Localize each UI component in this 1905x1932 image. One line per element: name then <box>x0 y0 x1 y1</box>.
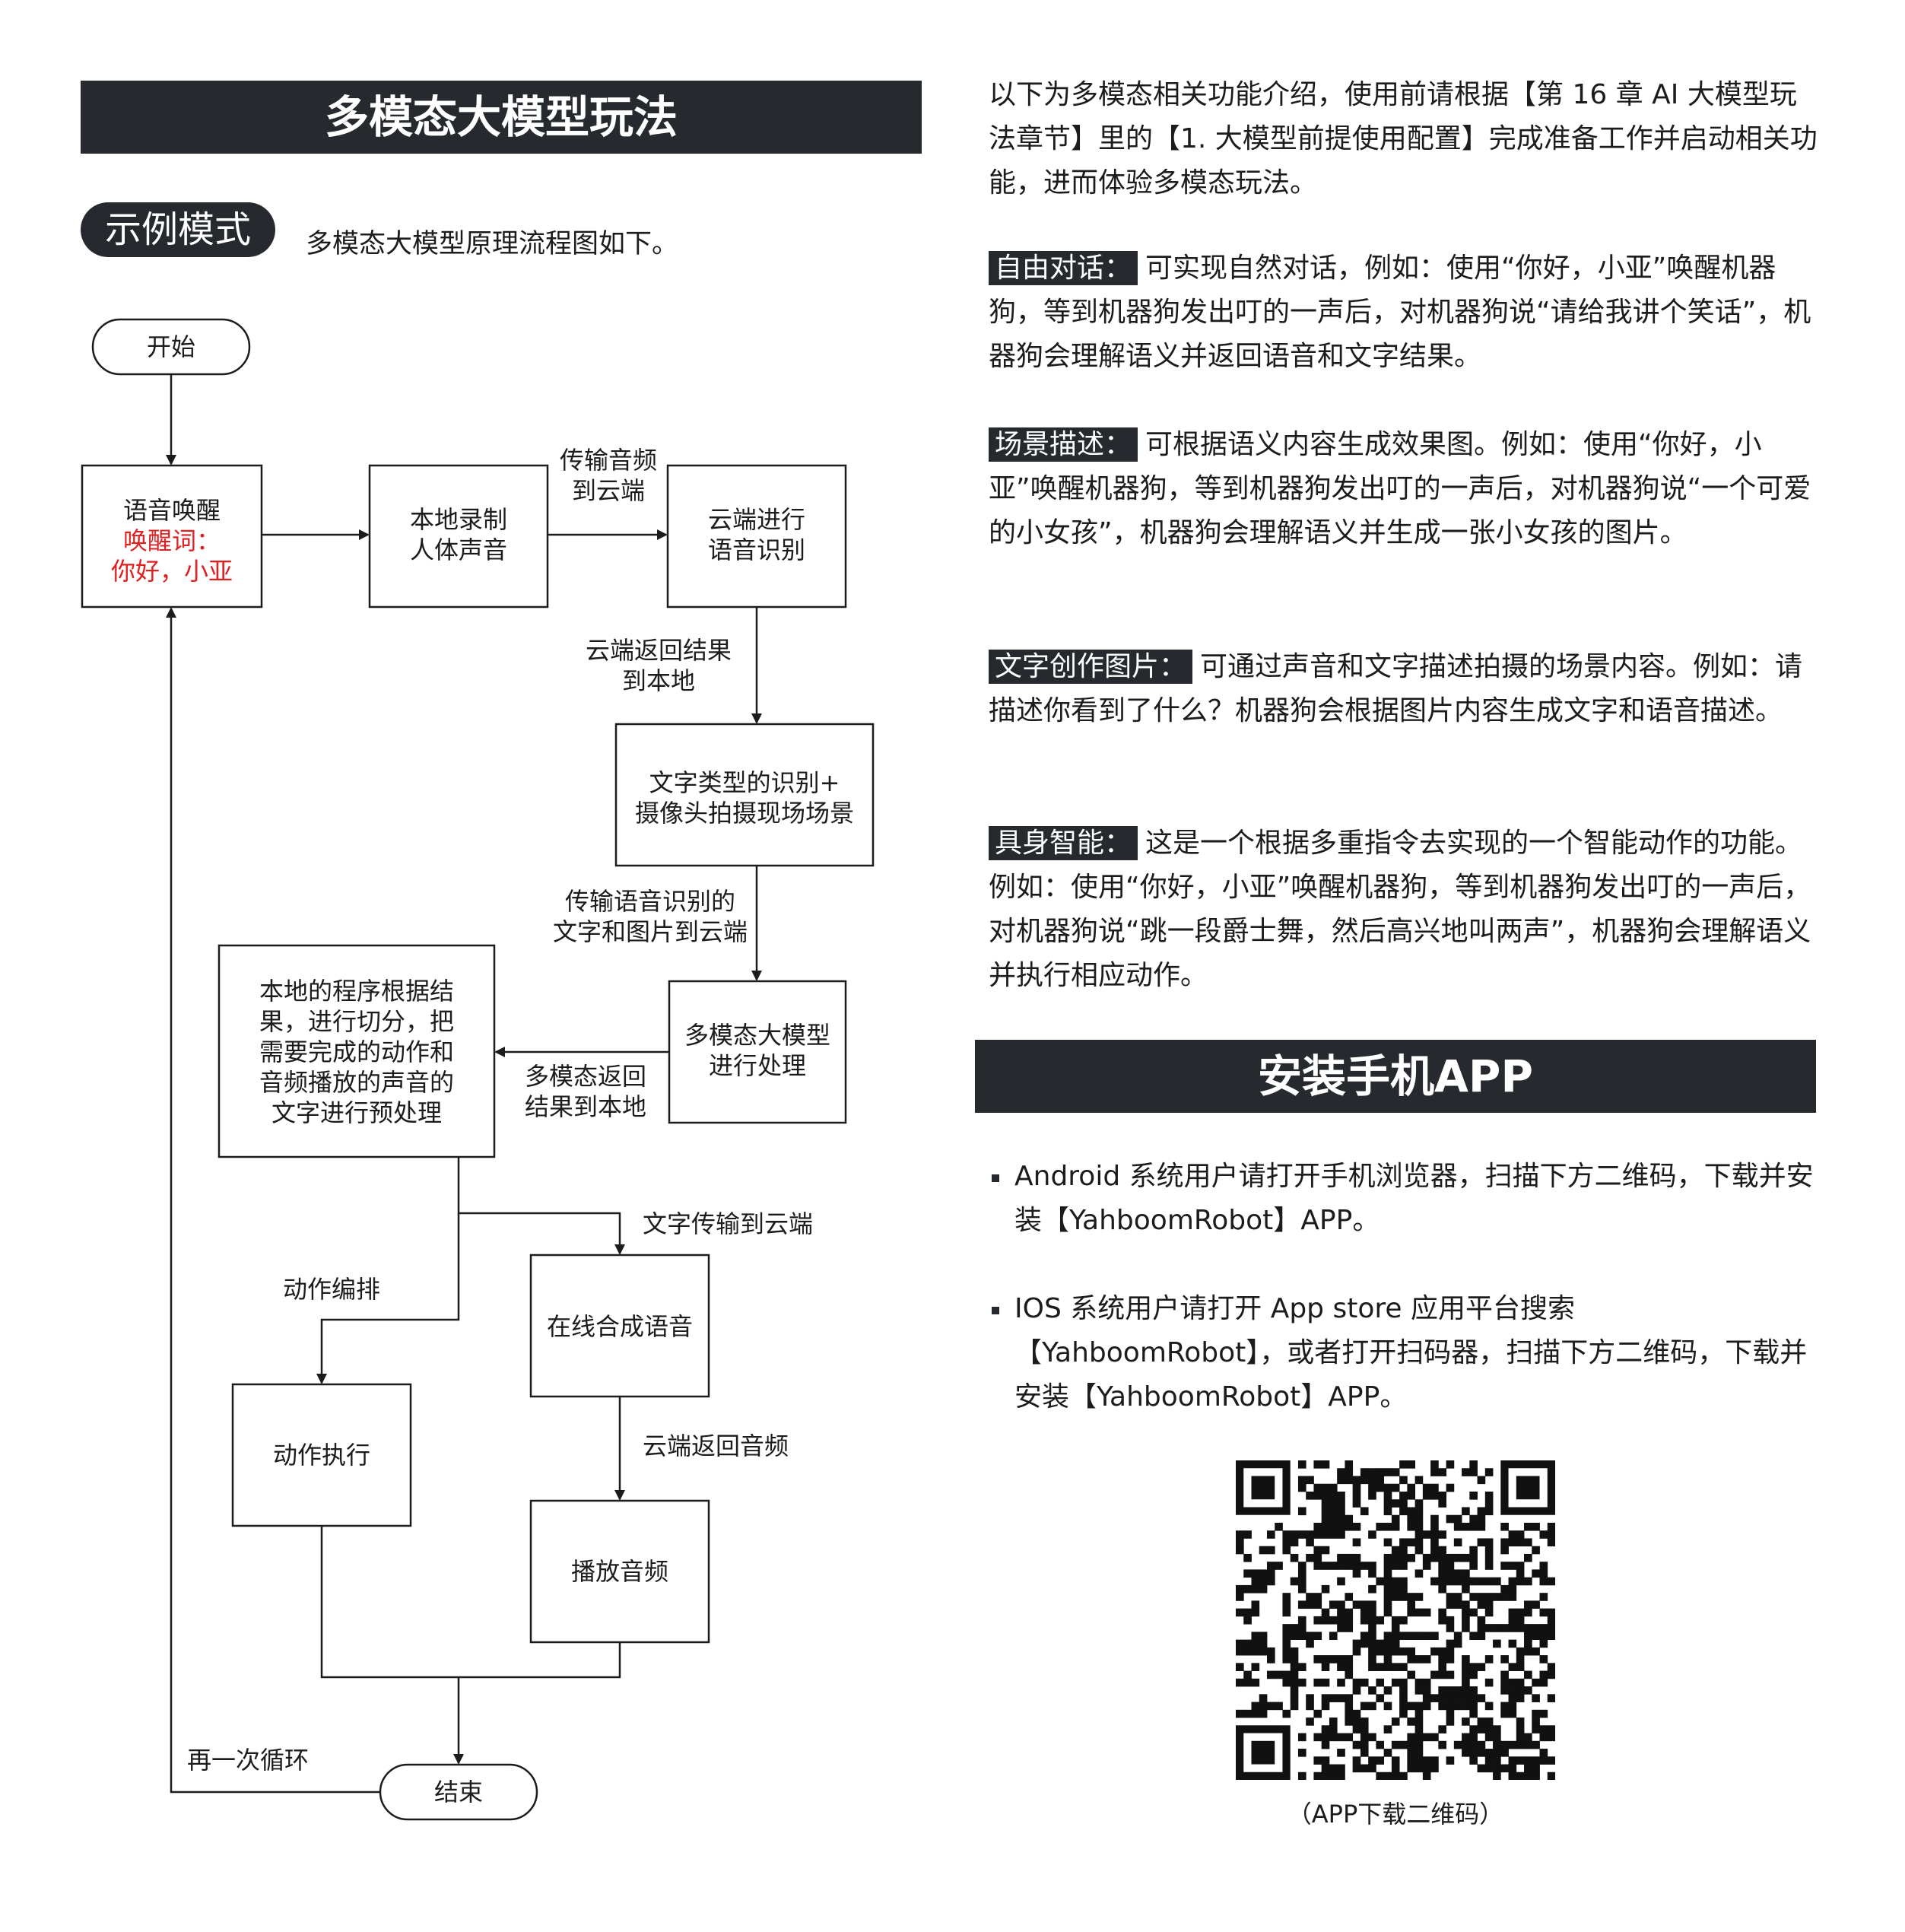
local-line1: 本地的程序根据结 <box>259 977 454 1006</box>
return-label1: 云端返回结果 <box>586 636 732 665</box>
app-install-title: 安装手机APP <box>975 1040 1816 1113</box>
feature-text: 可实现自然对话，例如：使用“你好，小亚”唤醒机器狗，等到机器狗发出叮的一声后，对… <box>989 253 1811 372</box>
end-label: 结束 <box>434 1778 483 1806</box>
feature-free-dialog: 自由对话：可实现自然对话，例如：使用“你好，小亚”唤醒机器狗，等到机器狗发出叮的… <box>989 246 1818 379</box>
return-label2: 到本地 <box>622 666 695 695</box>
android-instruction: Android 系统用户请打开手机浏览器，扫描下方二维码，下载并安装【Yahbo… <box>989 1155 1833 1243</box>
feature-text: 可根据语义内容生成效果图。例如：使用“你好，小亚”唤醒机器狗，等到机器狗发出叮的… <box>989 429 1811 548</box>
flowchart: 开始 结束 语音唤醒 唤醒词： 你好，小亚 本地录制 人体声音 传输音频 到云端… <box>81 318 875 1821</box>
record-line2: 人体声音 <box>410 535 507 564</box>
multimodal-intro-paragraph: 以下为多模态相关功能介绍，使用前请根据【第 16 章 AI 大模型玩法章节】里的… <box>989 79 1818 199</box>
feature-tag: 场景描述： <box>989 427 1138 462</box>
mm-return-label2: 结果到本地 <box>525 1092 646 1121</box>
action-arrange-label: 动作编排 <box>283 1275 380 1304</box>
local-line5: 文字进行预处理 <box>271 1098 442 1127</box>
transmit2-label2: 文字和图片到云端 <box>553 917 748 946</box>
feature-tag: 文字创作图片： <box>989 650 1193 684</box>
cloud-audio-label: 云端返回音频 <box>643 1432 789 1460</box>
wake-line1: 语音唤醒 <box>123 496 221 525</box>
feature-tag: 具身智能： <box>989 826 1138 860</box>
recognize-line1: 文字类型的识别+ <box>649 768 840 797</box>
example-mode-pill: 示例模式 <box>81 202 276 257</box>
wake-word-label: 唤醒词： <box>123 526 221 555</box>
local-line3: 需要完成的动作和 <box>259 1037 454 1066</box>
mm-return-label1: 多模态返回 <box>525 1062 646 1091</box>
recognize-box <box>614 723 875 867</box>
wake-word-value: 你好，小亚 <box>111 557 233 586</box>
app-install-instructions: Android 系统用户请打开手机浏览器，扫描下方二维码，下载并安装【Yahbo… <box>989 1155 1833 1463</box>
cloud-asr-line2: 语音识别 <box>708 535 805 564</box>
ios-instruction: IOS 系统用户请打开 App store 应用平台搜索【YahboomRobo… <box>989 1287 1833 1419</box>
multimodal-line1: 多模态大模型 <box>684 1021 830 1050</box>
recognize-line2: 摄像头拍摄现场场景 <box>635 799 854 828</box>
text-to-cloud-label: 文字传输到云端 <box>643 1209 813 1238</box>
transmit-label1: 传输音频 <box>560 446 657 475</box>
feature-scene-description: 场景描述：可根据语义内容生成效果图。例如：使用“你好，小亚”唤醒机器狗，等到机器… <box>989 423 1818 555</box>
transmit2-label1: 传输语音识别的 <box>565 887 735 916</box>
multimodal-line2: 进行处理 <box>709 1051 806 1080</box>
action-exec-label: 动作执行 <box>273 1441 370 1470</box>
app-download-qr-code[interactable] <box>1236 1460 1556 1781</box>
feature-tag: 自由对话： <box>989 251 1138 285</box>
transmit-label2: 到云端 <box>572 476 645 505</box>
flowchart-intro: 多模态大模型原理流程图如下。 <box>306 229 679 259</box>
loop-label: 再一次循环 <box>187 1746 309 1775</box>
qr-caption: （APP下载二维码） <box>1287 1800 1504 1829</box>
feature-embodied-intelligence: 具身智能：这是一个根据多重指令去实现的一个智能动作的功能。例如：使用“你好，小亚… <box>989 821 1818 998</box>
record-line1: 本地录制 <box>410 505 507 534</box>
section-title-multimodal: 多模态大模型玩法 <box>81 81 922 154</box>
cloud-asr-line1: 云端进行 <box>708 505 805 534</box>
record-box <box>368 464 549 609</box>
synth-label: 在线合成语音 <box>547 1312 693 1341</box>
start-label: 开始 <box>147 332 195 361</box>
feature-text-to-image: 文字创作图片：可通过声音和文字描述拍摄的场景内容。例如：请描述你看到了什么？机器… <box>989 645 1818 733</box>
feature-text: 这是一个根据多重指令去实现的一个智能动作的功能。例如：使用“你好，小亚”唤醒机器… <box>989 828 1811 991</box>
feature-text: 可通过声音和文字描述拍摄的场景内容。例如：请描述你看到了什么？机器狗会根据图片内… <box>989 651 1803 726</box>
play-audio-label: 播放音频 <box>571 1557 668 1586</box>
local-line2: 果，进行切分，把 <box>259 1007 454 1036</box>
local-line4: 音频播放的声音的 <box>259 1068 454 1097</box>
